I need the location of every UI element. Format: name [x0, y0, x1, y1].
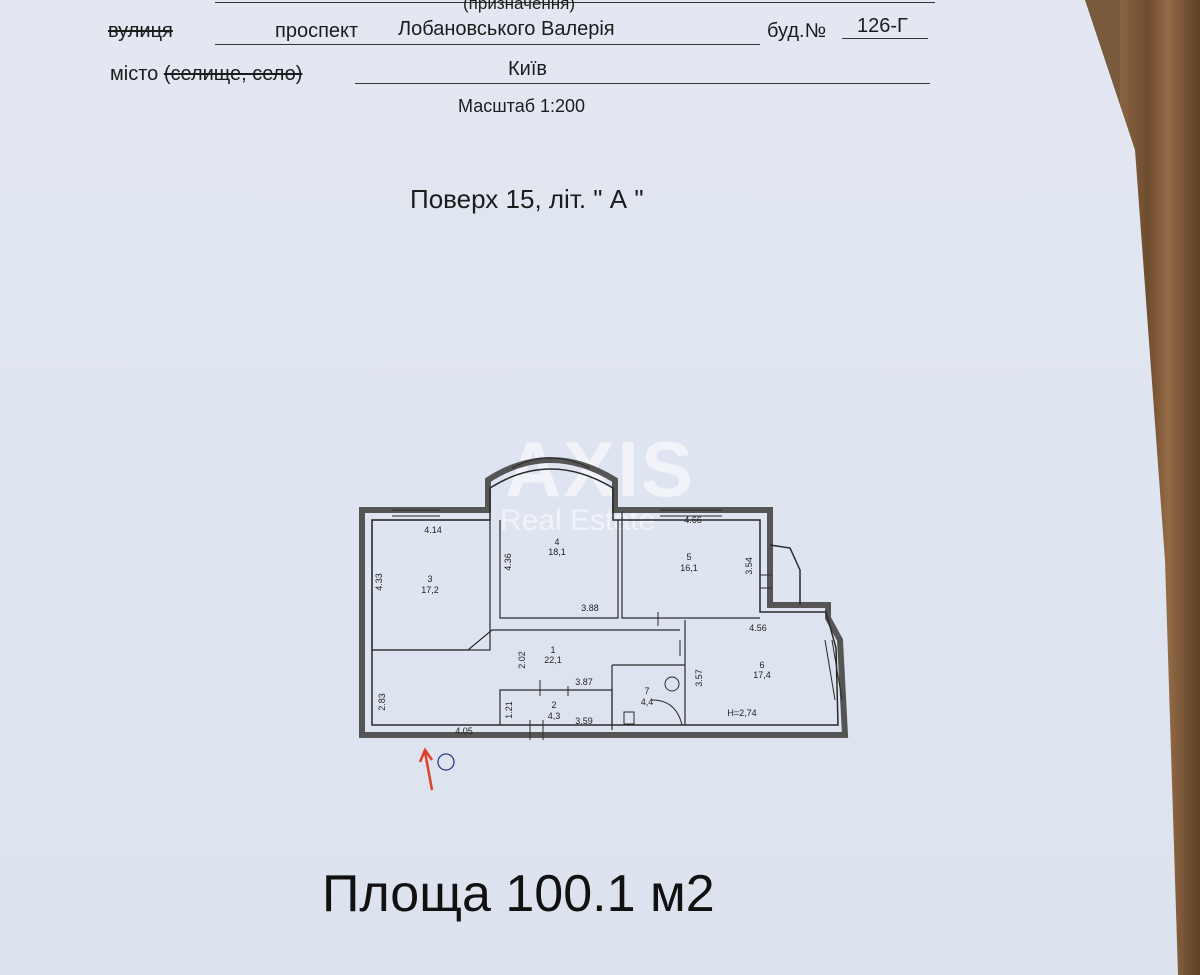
dim-3-57: 3.57: [694, 669, 704, 687]
room-6-number: 6: [759, 660, 764, 670]
dim-4-36: 4.36: [503, 553, 513, 571]
room-5-number: 5: [686, 552, 691, 562]
city-label-struck: (селище, село): [163, 63, 303, 85]
room-3-area: 17,2: [421, 585, 439, 595]
room-2-number: 2: [551, 700, 556, 710]
room-2-area: 4,3: [548, 711, 561, 721]
city-name: Київ: [508, 58, 548, 80]
building-number: 126-Г: [857, 15, 908, 37]
dim-4-66: 4.66: [684, 515, 702, 525]
ceiling-height: H=2,74: [727, 708, 756, 718]
street-name: Лобановського Валерія: [398, 18, 615, 40]
room-4-area: 18,1: [548, 547, 566, 557]
dim-4-33: 4.33: [374, 573, 384, 591]
entrance-arrow: [418, 747, 434, 791]
room-7-number: 7: [644, 686, 649, 696]
dim-1-21: 1.21: [504, 701, 514, 719]
street-underline: [215, 44, 760, 45]
building-label: буд.№: [767, 20, 827, 42]
total-area: Площа 100.1 м2: [322, 865, 715, 923]
compass-circle: [437, 753, 455, 771]
room-4-number: 4: [554, 537, 559, 547]
dim-3-87: 3.87: [575, 677, 593, 687]
city-label: місто (селище, село): [110, 63, 302, 86]
city-label-prefix: місто: [110, 63, 159, 85]
dim-3-88: 3.88: [581, 603, 599, 613]
dim-3-54: 3.54: [744, 557, 754, 575]
dim-4-14: 4.14: [424, 525, 442, 535]
purpose-underline: [215, 2, 935, 3]
room-3-number: 3: [427, 574, 432, 584]
dim-4-56: 4.56: [749, 623, 767, 633]
building-underline: [842, 38, 928, 39]
dim-4-05: 4.05: [455, 726, 473, 736]
street-label: вулиця: [108, 20, 173, 42]
plan-walls: [359, 457, 849, 740]
street-type: проспект: [275, 20, 359, 42]
room-5-area: 16,1: [680, 563, 698, 573]
room-7-area: 4,4: [641, 697, 654, 707]
room-1-area: 22,1: [544, 655, 562, 665]
dim-3-59: 3.59: [575, 716, 593, 726]
city-underline: [355, 83, 930, 84]
purpose-caption: (призначення): [463, 0, 576, 13]
floor-title: Поверх 15, літ. " А ": [410, 184, 644, 214]
room-1-number: 1: [550, 645, 555, 655]
scale-label: Масштаб 1:200: [458, 96, 586, 116]
dim-2-83: 2.83: [377, 693, 387, 711]
room-6-area: 17,4: [753, 670, 771, 680]
dim-2-02: 2.02: [517, 651, 527, 669]
